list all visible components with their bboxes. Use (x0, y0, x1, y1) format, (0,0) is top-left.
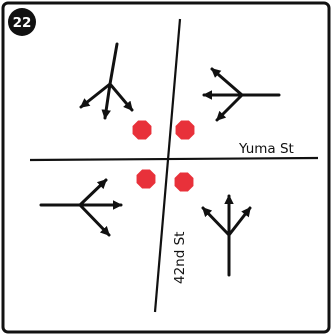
yuma-st-label: Yuma St (238, 141, 294, 157)
north-approach-arrows-icon (79, 42, 134, 120)
stop-sign-icon (174, 119, 196, 141)
42nd-st-label: 42nd St (172, 232, 188, 284)
badge-number: 22 (13, 15, 32, 31)
east-approach-arrows-icon (202, 67, 281, 122)
west-approach-arrows-icon (39, 178, 123, 237)
yuma-st-road (29, 156, 319, 162)
south-approach-arrows-icon (201, 194, 252, 277)
stop-sign-icon (131, 119, 153, 141)
42nd-st-road (153, 18, 182, 313)
stop-sign-icon (135, 168, 157, 190)
diagram-number-badge: 22 (8, 8, 36, 36)
stop-signs (131, 119, 196, 193)
badge-circle (8, 8, 36, 36)
stop-sign-icon (173, 171, 195, 193)
